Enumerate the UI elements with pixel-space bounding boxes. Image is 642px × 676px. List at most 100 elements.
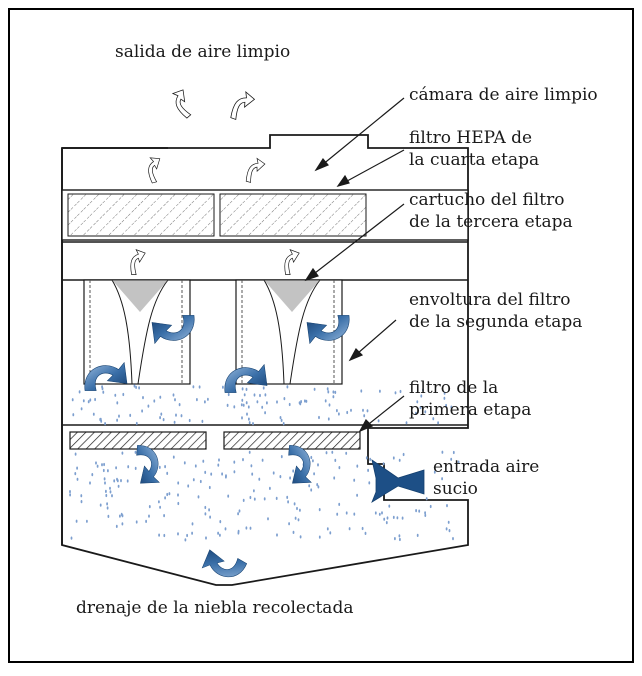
mist-droplet <box>233 405 236 409</box>
mist-droplet <box>243 393 246 397</box>
mist-droplet <box>208 508 211 512</box>
mist-droplet <box>336 512 339 516</box>
mist-droplet <box>385 521 388 525</box>
mist-droplet <box>369 457 372 461</box>
mist-droplet <box>159 416 162 420</box>
mist-droplet <box>247 405 250 409</box>
mist-droplet <box>249 495 252 500</box>
mist-droplet <box>346 410 349 415</box>
mist-droplet <box>129 413 132 417</box>
mist-droplet <box>348 527 351 531</box>
mist-droplet <box>299 508 301 512</box>
mist-droplet <box>316 483 319 487</box>
mist-droplet <box>99 503 102 507</box>
mist-droplet <box>105 489 107 493</box>
mist-droplet <box>398 534 401 538</box>
mist-droplet <box>119 514 121 518</box>
mist-droplet <box>217 463 220 467</box>
mist-droplet <box>441 477 443 481</box>
mist-droplet <box>263 497 266 501</box>
mist-droplet <box>362 408 364 412</box>
mist-droplet <box>194 464 197 468</box>
mist-droplet <box>135 421 138 426</box>
mist-droplet <box>122 392 125 397</box>
mist-droplet <box>361 526 364 531</box>
mist-droplet <box>233 470 236 474</box>
mist-droplet <box>86 519 88 523</box>
mist-droplet <box>259 393 261 398</box>
mist-droplet <box>398 458 401 462</box>
mist-droplet <box>452 450 455 455</box>
label-cartridge-line2: de la tercera etapa <box>409 212 573 232</box>
mist-droplet <box>118 414 120 418</box>
mist-droplet <box>416 533 419 538</box>
mist-droplet <box>450 457 453 461</box>
mist-droplet <box>248 417 250 421</box>
mist-droplet <box>145 519 148 524</box>
mist-droplet <box>78 390 81 394</box>
mist-droplet <box>96 464 99 468</box>
mist-droplet <box>106 506 109 510</box>
mist-droplet <box>177 481 180 485</box>
mist-droplet <box>148 514 150 518</box>
mist-droplet <box>166 492 169 497</box>
mist-droplet <box>115 524 118 529</box>
mist-droplet <box>288 402 291 407</box>
label-first-line1: filtro de la <box>409 378 499 398</box>
label-drain: drenaje de la niebla recolectada <box>76 598 354 618</box>
mist-droplet <box>241 416 243 420</box>
mist-droplet <box>266 401 268 405</box>
mist-droplet <box>345 511 348 515</box>
mist-droplet <box>199 479 202 484</box>
mist-droplet <box>160 412 163 416</box>
mist-droplet <box>158 465 161 469</box>
mist-droplet <box>105 493 108 498</box>
inlet-arrow <box>371 459 425 503</box>
mist-droplet <box>178 403 181 407</box>
mist-droplet <box>197 495 200 499</box>
label-first-line2: primera etapa <box>409 400 532 420</box>
mist-droplet <box>87 400 90 404</box>
mist-droplet <box>424 513 427 518</box>
mist-droplet <box>198 385 201 389</box>
mist-droplet <box>103 462 105 467</box>
mist-droplet <box>82 399 85 403</box>
mist-droplet <box>286 495 289 499</box>
mist-droplet <box>240 403 243 407</box>
mist-droplet <box>180 414 183 418</box>
mist-droplet <box>127 465 130 469</box>
mist-droplet <box>308 484 311 488</box>
mist-droplet <box>159 505 162 509</box>
mist-droplet <box>457 460 460 464</box>
mist-droplet <box>329 531 332 535</box>
mist-droplet <box>204 470 207 474</box>
mist-droplet <box>245 526 248 530</box>
mist-droplet <box>186 533 189 538</box>
label-clean-air-outlet: salida de aire limpio <box>115 42 291 62</box>
mist-droplet <box>399 389 402 394</box>
mist-droplet <box>336 409 338 413</box>
mist-droplet <box>102 468 105 473</box>
mist-droplets <box>69 384 460 542</box>
mist-droplet <box>177 493 179 497</box>
mist-droplet <box>101 463 103 467</box>
mist-droplet <box>166 471 169 475</box>
mist-droplet <box>443 391 446 395</box>
mist-droplet <box>172 393 175 397</box>
mist-droplet <box>338 412 340 416</box>
mist-droplet <box>345 451 348 455</box>
mist-droplet <box>280 455 283 459</box>
mist-droplet <box>92 412 95 416</box>
mist-droplet <box>91 473 94 477</box>
mist-droplet <box>227 392 230 397</box>
mist-droplet <box>424 511 426 515</box>
mist-droplet <box>367 468 369 472</box>
mist-droplet <box>107 514 110 519</box>
mist-droplet <box>163 533 166 538</box>
mist-droplet <box>237 512 240 516</box>
mist-droplet <box>201 419 204 423</box>
mist-droplet <box>219 520 222 524</box>
mist-droplet <box>204 512 207 516</box>
cartridge-arrow-right <box>284 249 300 275</box>
